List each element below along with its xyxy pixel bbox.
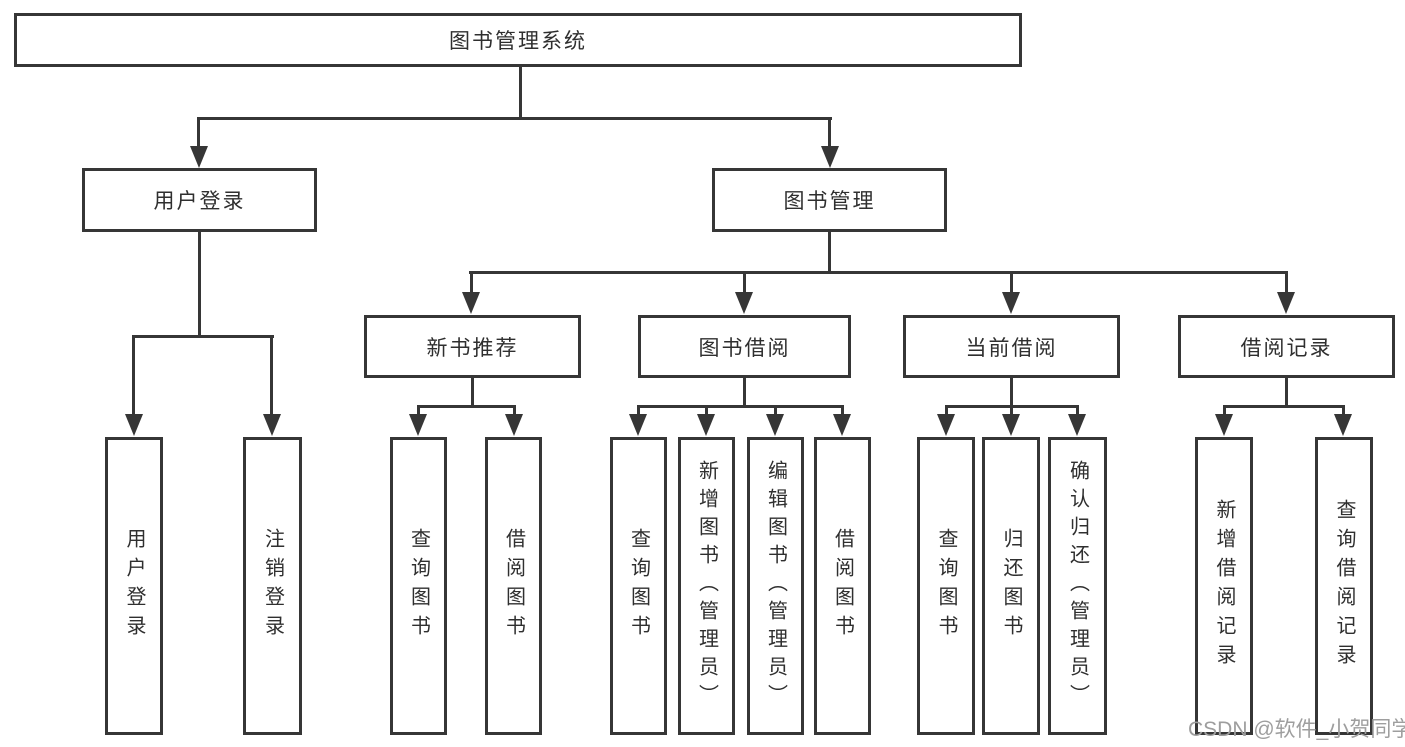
leaf-borrow-books: 借阅图书 — [814, 437, 871, 735]
connector-line — [705, 405, 708, 418]
leaf-label: 编辑图书（管理员） — [764, 460, 787, 712]
leaf-label: 归还图书 — [1000, 528, 1022, 644]
node-new-book-recommend: 新书推荐 — [364, 315, 581, 378]
leaf-label: 查询借阅记录 — [1333, 499, 1355, 673]
connector-line — [270, 335, 273, 417]
leaf-label: 查询图书 — [407, 528, 430, 644]
arrow-down-icon — [1215, 414, 1233, 436]
leaf-confirm-return-admin: 确认归还（管理员） — [1048, 437, 1107, 735]
arrow-down-icon — [462, 292, 480, 314]
connector-line — [774, 405, 777, 418]
arrow-down-icon — [1277, 292, 1295, 314]
leaf-label: 查询图书 — [627, 528, 650, 644]
arrow-down-icon — [697, 414, 715, 436]
connector-line — [1223, 405, 1226, 418]
leaf-label: 确认归还（管理员） — [1066, 460, 1089, 712]
arrow-down-icon — [937, 414, 955, 436]
leaf-query-books-current: 查询图书 — [917, 437, 975, 735]
leaf-borrow-books-recommend: 借阅图书 — [485, 437, 542, 735]
arrow-down-icon — [766, 414, 784, 436]
connector-line — [841, 405, 844, 418]
node-current-borrowing: 当前借阅 — [903, 315, 1120, 378]
connector-line — [828, 232, 831, 274]
arrow-down-icon — [1002, 414, 1020, 436]
connector-line — [1285, 271, 1288, 295]
connector-line — [513, 405, 516, 418]
leaf-return-books: 归还图书 — [982, 437, 1040, 735]
arrow-down-icon — [735, 292, 753, 314]
connector-line — [1010, 405, 1013, 418]
leaf-label: 借阅图书 — [502, 528, 525, 644]
arrow-down-icon — [409, 414, 427, 436]
connector-line — [132, 335, 274, 338]
connector-line — [417, 405, 420, 418]
leaf-user-login: 用户登录 — [105, 437, 163, 735]
leaf-label: 用户登录 — [123, 528, 145, 644]
csdn-watermark: CSDN @软件_小贺同学 — [1188, 718, 1405, 741]
leaf-query-books-recommend: 查询图书 — [390, 437, 447, 735]
connector-line — [197, 117, 200, 150]
connector-line — [637, 405, 640, 418]
leaf-logout: 注销登录 — [243, 437, 302, 735]
connector-line — [1010, 377, 1013, 408]
connector-line — [1010, 271, 1013, 295]
arrow-down-icon — [833, 414, 851, 436]
node-label: 当前借阅 — [965, 336, 1058, 360]
connector-line — [1076, 405, 1079, 418]
node-book-management: 图书管理 — [712, 168, 947, 232]
connector-line — [519, 66, 522, 119]
connector-line — [945, 405, 948, 418]
leaf-label: 注销登录 — [261, 528, 284, 644]
node-library-management-system: 图书管理系统 — [14, 13, 1022, 67]
node-label: 图书借阅 — [698, 336, 791, 360]
leaf-label: 借阅图书 — [831, 528, 854, 644]
node-label: 用户登录 — [153, 190, 246, 213]
leaf-label: 查询图书 — [935, 528, 957, 644]
leaf-label: 新增借阅记录 — [1213, 499, 1235, 673]
node-label: 新书推荐 — [426, 336, 519, 360]
connector-line — [470, 271, 473, 295]
connector-line — [198, 232, 201, 338]
connector-line — [1223, 405, 1345, 408]
connector-line — [637, 405, 844, 408]
arrow-down-icon — [1002, 292, 1020, 314]
arrow-down-icon — [821, 146, 839, 168]
connector-line — [743, 377, 746, 408]
leaf-add-books-admin: 新增图书（管理员） — [678, 437, 735, 735]
connector-line — [1285, 377, 1288, 408]
leaf-add-borrow-record: 新增借阅记录 — [1195, 437, 1253, 735]
arrow-down-icon — [1068, 414, 1086, 436]
node-label: 图书管理 — [783, 190, 876, 213]
node-book-borrowing: 图书借阅 — [638, 315, 851, 378]
leaf-label: 新增图书（管理员） — [695, 460, 718, 712]
arrow-down-icon — [190, 146, 208, 168]
connector-line — [471, 377, 474, 408]
connector-line — [828, 117, 831, 150]
connector-line — [469, 271, 1288, 274]
leaf-query-borrow-record: 查询借阅记录 — [1315, 437, 1373, 735]
node-label: 图书管理系统 — [449, 30, 587, 53]
arrow-down-icon — [629, 414, 647, 436]
arrow-down-icon — [1334, 414, 1352, 436]
connector-line — [417, 405, 516, 408]
connector-line — [197, 117, 832, 120]
leaf-query-books-borrowing: 查询图书 — [610, 437, 667, 735]
connector-line — [743, 271, 746, 295]
arrow-down-icon — [125, 414, 143, 436]
leaf-edit-books-admin: 编辑图书（管理员） — [747, 437, 804, 735]
arrow-down-icon — [505, 414, 523, 436]
arrow-down-icon — [263, 414, 281, 436]
connector-line — [1342, 405, 1345, 418]
node-user-login: 用户登录 — [82, 168, 317, 232]
node-borrowing-records: 借阅记录 — [1178, 315, 1395, 378]
node-label: 借阅记录 — [1240, 336, 1333, 360]
connector-line — [132, 335, 135, 417]
